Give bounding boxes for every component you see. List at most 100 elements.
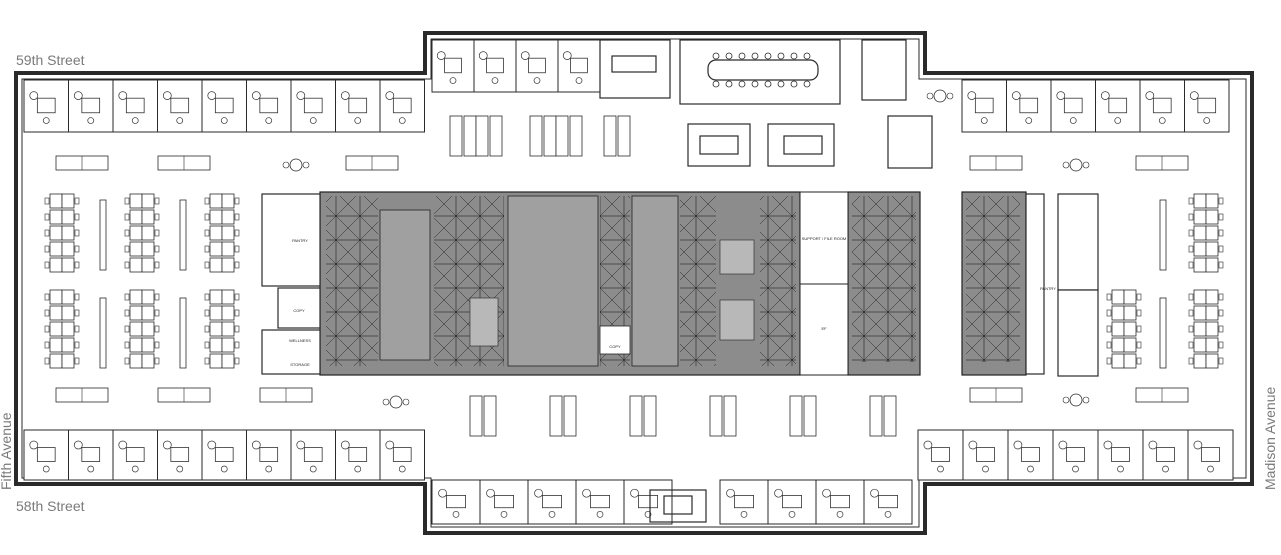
- workstation-cluster-west: [124, 193, 160, 273]
- bench-south: [789, 395, 817, 437]
- bench-north: [475, 115, 503, 157]
- office-north-west: [335, 79, 381, 133]
- bench-north: [449, 115, 477, 157]
- office-south-east: [1187, 429, 1234, 481]
- lounge-table: [382, 395, 410, 409]
- bench-north: [529, 115, 557, 157]
- office-south-bump: [863, 479, 913, 525]
- office-north-west: [157, 79, 203, 133]
- desk-pair: [1135, 155, 1189, 171]
- chair: [803, 80, 811, 88]
- workstation-cluster-west: [204, 193, 240, 273]
- office-south-west: [335, 429, 381, 481]
- chair: [712, 80, 720, 88]
- chair: [790, 52, 798, 60]
- office-south-east: [962, 429, 1009, 481]
- desk-pair: [969, 155, 1023, 171]
- street-label-58th: 58th Street: [16, 498, 85, 514]
- office-north-east: [1184, 79, 1230, 133]
- office-north-east: [1006, 79, 1052, 133]
- label-wellness: WELLNESS: [289, 338, 311, 343]
- office-north-west: [246, 79, 292, 133]
- conference-chairs: [712, 52, 811, 88]
- bench-south: [709, 395, 737, 437]
- workstation-cluster-west: [44, 193, 80, 273]
- chair: [764, 52, 772, 60]
- chair: [790, 80, 798, 88]
- office-south-bump: [767, 479, 817, 525]
- partition: [179, 199, 187, 271]
- office-north-west: [201, 79, 247, 133]
- office-north-bump: [515, 39, 559, 93]
- bench-north: [555, 115, 583, 157]
- bench-south: [869, 395, 897, 437]
- street-label-fifth-avenue: Fifth Avenue: [0, 412, 14, 490]
- workstation-cluster-east: [1188, 193, 1224, 273]
- conference-rooms: [599, 39, 933, 523]
- lounge-table: [1062, 158, 1090, 172]
- office-south-west: [246, 429, 292, 481]
- office-south-west: [112, 429, 158, 481]
- label-copy-core: COPY: [609, 344, 621, 349]
- bench-south: [549, 395, 577, 437]
- office-south-east: [1007, 429, 1054, 481]
- chair: [725, 52, 733, 60]
- chair: [803, 52, 811, 60]
- chair: [777, 52, 785, 60]
- lounge-table: [926, 89, 954, 103]
- office-south-bump: [575, 479, 625, 525]
- office-south-bump: [527, 479, 577, 525]
- office-south-east: [1097, 429, 1144, 481]
- desk-pair: [55, 387, 109, 403]
- office-north-west: [379, 79, 425, 133]
- chair: [764, 80, 772, 88]
- office-south-west: [157, 429, 203, 481]
- office-south-west: [23, 429, 69, 481]
- label-storage: STORAGE: [290, 362, 310, 367]
- label-pantry-west: PANTRY: [292, 238, 308, 243]
- bench-north: [603, 115, 631, 157]
- bench-south: [629, 395, 657, 437]
- chair: [751, 52, 759, 60]
- chair: [712, 52, 720, 60]
- workstation-cluster-west: [44, 289, 80, 369]
- street-label-59th: 59th Street: [16, 52, 85, 68]
- office-south-west: [379, 429, 425, 481]
- perimeter-offices: [23, 39, 1234, 525]
- desk-pair: [1135, 387, 1189, 403]
- workstation-cluster-east: [1188, 289, 1224, 369]
- desk-pair: [55, 155, 109, 171]
- office-south-east: [917, 429, 964, 481]
- office-south-east: [1142, 429, 1189, 481]
- chair: [751, 80, 759, 88]
- chair: [725, 80, 733, 88]
- partition: [179, 297, 187, 369]
- office-north-east: [1139, 79, 1185, 133]
- office-south-bump: [479, 479, 529, 525]
- chair: [777, 80, 785, 88]
- label-ef: EF: [821, 326, 827, 331]
- street-label-madison-avenue: Madison Avenue: [1262, 386, 1278, 490]
- chair: [738, 52, 746, 60]
- workstation-cluster-west: [124, 289, 160, 369]
- office-north-west: [23, 79, 69, 133]
- open-workstations: [44, 89, 1224, 437]
- desk-pair: [259, 387, 313, 403]
- office-south-bump: [719, 479, 769, 525]
- chair: [738, 80, 746, 88]
- desk-pair: [157, 387, 211, 403]
- office-south-bump: [815, 479, 865, 525]
- office-south-east: [1052, 429, 1099, 481]
- label-support-file-room: SUPPORT / FILE ROOM: [802, 236, 847, 241]
- office-north-bump: [557, 39, 601, 93]
- building-core: [319, 191, 1027, 376]
- office-south-west: [68, 429, 114, 481]
- label-pantry-east: PANTRY: [1040, 286, 1056, 291]
- bench-south: [469, 395, 497, 437]
- desk-pair: [345, 155, 399, 171]
- partition: [99, 297, 107, 369]
- label-copy-west: COPY: [293, 308, 305, 313]
- lounge-table: [1062, 393, 1090, 407]
- office-north-east: [1050, 79, 1096, 133]
